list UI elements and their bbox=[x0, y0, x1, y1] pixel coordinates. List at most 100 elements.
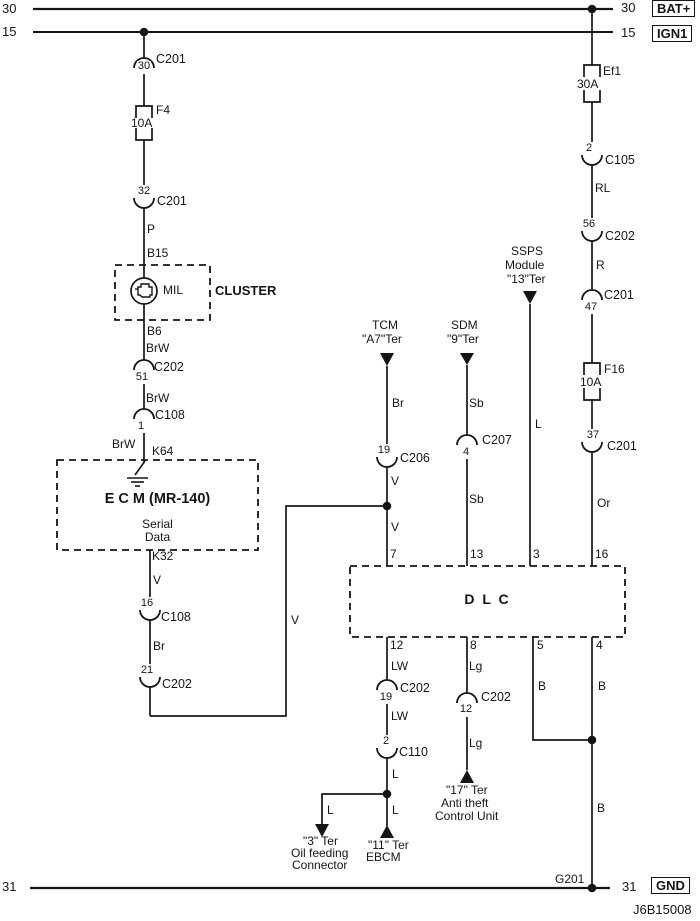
fuse-f16-symbol bbox=[583, 362, 601, 401]
ecm-serial-label: Serial bbox=[142, 517, 173, 531]
wire-color-label: V bbox=[391, 474, 400, 488]
connector-name: C202 bbox=[400, 681, 430, 695]
connector-arc-c105-2 bbox=[581, 154, 603, 166]
connector-name: C202 bbox=[605, 229, 635, 243]
ssps-module-label: Module bbox=[505, 258, 545, 272]
ssps-terminal: "13"Ter bbox=[507, 272, 546, 286]
ssps-arrow-icon bbox=[523, 291, 537, 304]
connector-name: C202 bbox=[481, 690, 511, 704]
bus15-label-left: 15 bbox=[2, 24, 17, 39]
mil-lamp-icon bbox=[130, 277, 158, 305]
dlc-box bbox=[349, 565, 626, 638]
connector-arc-c202-19b bbox=[376, 679, 398, 691]
connector-name: C207 bbox=[482, 433, 512, 447]
connector-arc-c201-30 bbox=[133, 57, 155, 69]
wire-color-label: B bbox=[597, 801, 606, 815]
wire-color-label: BrW bbox=[146, 391, 170, 405]
connector-name: C110 bbox=[399, 745, 428, 759]
antitheft-name-1: Anti theft bbox=[441, 796, 489, 810]
connector-pin: 51 bbox=[134, 371, 150, 384]
bus30-label-right: 30 bbox=[621, 0, 636, 15]
pin-label-b6: B6 bbox=[147, 324, 162, 338]
pin-label-b15: B15 bbox=[147, 246, 169, 260]
bus30-label-left: 30 bbox=[2, 1, 17, 16]
tcm-name: TCM bbox=[372, 318, 398, 332]
connector-name: C201 bbox=[607, 439, 637, 453]
oil-arrow-icon bbox=[315, 824, 329, 837]
connector-pin: 32 bbox=[136, 185, 152, 198]
ebcm-arrow-icon bbox=[380, 825, 394, 838]
connector-pin: 56 bbox=[581, 218, 597, 231]
offpage-arrows bbox=[315, 291, 537, 838]
fuse-f4-rating: 10A bbox=[131, 116, 153, 130]
fuse-f16-rating: 10A bbox=[580, 375, 602, 389]
wire-color-label: Br bbox=[392, 396, 404, 410]
dlc-pin-12: 12 bbox=[390, 638, 404, 652]
connector-pin: 37 bbox=[585, 429, 601, 442]
connector-pin: 1 bbox=[136, 420, 146, 433]
pin-label-k64: K64 bbox=[152, 444, 174, 458]
connector-name: C206 bbox=[400, 451, 430, 465]
ground-point-label: G201 bbox=[555, 872, 585, 886]
connector-name: C201 bbox=[604, 288, 634, 302]
bus31-label-right: 31 bbox=[622, 879, 637, 894]
dlc-pin-7: 7 bbox=[390, 547, 397, 561]
wire-color-label: L bbox=[535, 417, 542, 431]
dlc-pin-16: 16 bbox=[595, 547, 609, 561]
wire-color-label: LW bbox=[391, 659, 409, 673]
fuse-ef1-symbol bbox=[583, 64, 601, 103]
sdm-name: SDM bbox=[451, 318, 478, 332]
connector-arc-c202-21 bbox=[139, 676, 161, 688]
wire-color-label: Lg bbox=[469, 659, 483, 673]
oil-name-2: Connector bbox=[292, 858, 348, 872]
wire-color-label: Sb bbox=[469, 396, 484, 410]
junction-dots bbox=[139, 4, 597, 893]
wire-color-label: L bbox=[392, 803, 399, 817]
wire-color-label: LW bbox=[391, 709, 409, 723]
ecm-data-label: Data bbox=[144, 530, 171, 544]
wire-color-label: BrW bbox=[112, 437, 136, 451]
fuse-f16-name: F16 bbox=[604, 362, 625, 376]
cluster-box bbox=[114, 264, 211, 321]
sdm-arrow-icon bbox=[460, 353, 474, 365]
connector-arc-c108-1 bbox=[133, 408, 155, 420]
dlc-title: D L C bbox=[464, 591, 511, 607]
wire-color-label: V bbox=[391, 520, 400, 534]
ecm-title: E C M (MR-140) bbox=[104, 491, 211, 507]
bus15-label-right: 15 bbox=[621, 25, 636, 40]
connector-pin: 16 bbox=[139, 597, 155, 610]
antitheft-name-2: Control Unit bbox=[435, 809, 499, 823]
connector-arc-c110-2 bbox=[376, 747, 398, 759]
oil-name-1: Oil feeding bbox=[291, 846, 349, 860]
wire-color-label: L bbox=[392, 767, 399, 781]
wire-color-label: B bbox=[538, 679, 547, 693]
wire-color-label: Lg bbox=[469, 736, 483, 750]
pin-label-k32: K32 bbox=[152, 549, 174, 563]
connector-name: C202 bbox=[162, 677, 192, 691]
wire-color-label: Sb bbox=[469, 492, 484, 506]
connector-arc-c201-32 bbox=[133, 197, 155, 209]
connector-arc-c201-37 bbox=[581, 441, 603, 453]
antitheft-terminal: "17" Ter bbox=[446, 783, 488, 797]
connector-arcs bbox=[133, 57, 603, 759]
mil-label: MIL bbox=[163, 283, 184, 297]
connector-arc-c206-19 bbox=[376, 456, 398, 468]
fuse-ef1-rating: 30A bbox=[577, 77, 599, 91]
ebcm-name: EBCM bbox=[366, 850, 401, 864]
connector-name: C108 bbox=[155, 408, 185, 422]
connector-arc-c108-16 bbox=[139, 609, 161, 621]
gnd-tag: GND bbox=[651, 877, 690, 894]
wire-color-label: B bbox=[598, 679, 607, 693]
connector-name: C105 bbox=[605, 153, 635, 167]
connector-pin: 2 bbox=[584, 142, 594, 155]
dlc-pin-5: 5 bbox=[537, 638, 544, 652]
connector-pin: 19 bbox=[376, 444, 392, 457]
wire-color-label: Or bbox=[597, 496, 611, 510]
ecm-ground-switch-icon bbox=[127, 460, 148, 487]
connector-pin: 4 bbox=[461, 446, 471, 459]
ssps-name: SSPS bbox=[511, 244, 544, 258]
connector-pin: 47 bbox=[583, 301, 599, 314]
connector-name: C201 bbox=[157, 194, 187, 208]
connector-pin: 2 bbox=[381, 735, 391, 748]
